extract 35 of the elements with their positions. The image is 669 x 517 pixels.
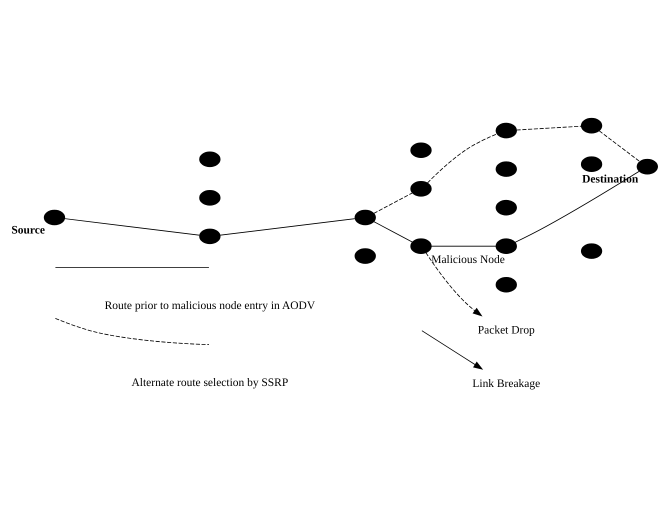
node-text: Packet Drop (478, 324, 535, 337)
node-circle (580, 118, 602, 134)
connector (64, 218, 200, 236)
node-circle (410, 181, 432, 197)
legend-label: Alternate route selection by SSRP (132, 377, 288, 390)
node-circle (636, 158, 658, 174)
node-circle (580, 156, 602, 172)
node-circle (496, 161, 517, 177)
node-circle (410, 238, 432, 254)
node-circle (496, 200, 517, 216)
node-label: Malicious Node (431, 254, 505, 266)
node-circle (199, 228, 221, 244)
connector (373, 221, 413, 242)
arrow (421, 330, 484, 370)
connector (220, 218, 356, 236)
connector (516, 126, 582, 130)
node-circle (496, 276, 517, 293)
connector (427, 133, 498, 184)
node-circle (354, 248, 376, 264)
connector (598, 130, 640, 162)
node-circle (199, 152, 221, 168)
node-circle (496, 122, 517, 138)
node-label: Source (11, 224, 45, 236)
node-circle (44, 210, 66, 226)
node-circle (199, 190, 221, 206)
connector (514, 170, 640, 243)
node-circle (496, 238, 517, 254)
node-circle (580, 243, 602, 259)
legend-label: Route prior to malicious node entry in AODV (104, 300, 316, 312)
arrow (426, 252, 483, 316)
node-text: Link Breakage (472, 378, 540, 390)
node-circle (410, 142, 432, 158)
node-circle (354, 210, 376, 226)
connector (431, 246, 496, 247)
connector (373, 192, 413, 214)
